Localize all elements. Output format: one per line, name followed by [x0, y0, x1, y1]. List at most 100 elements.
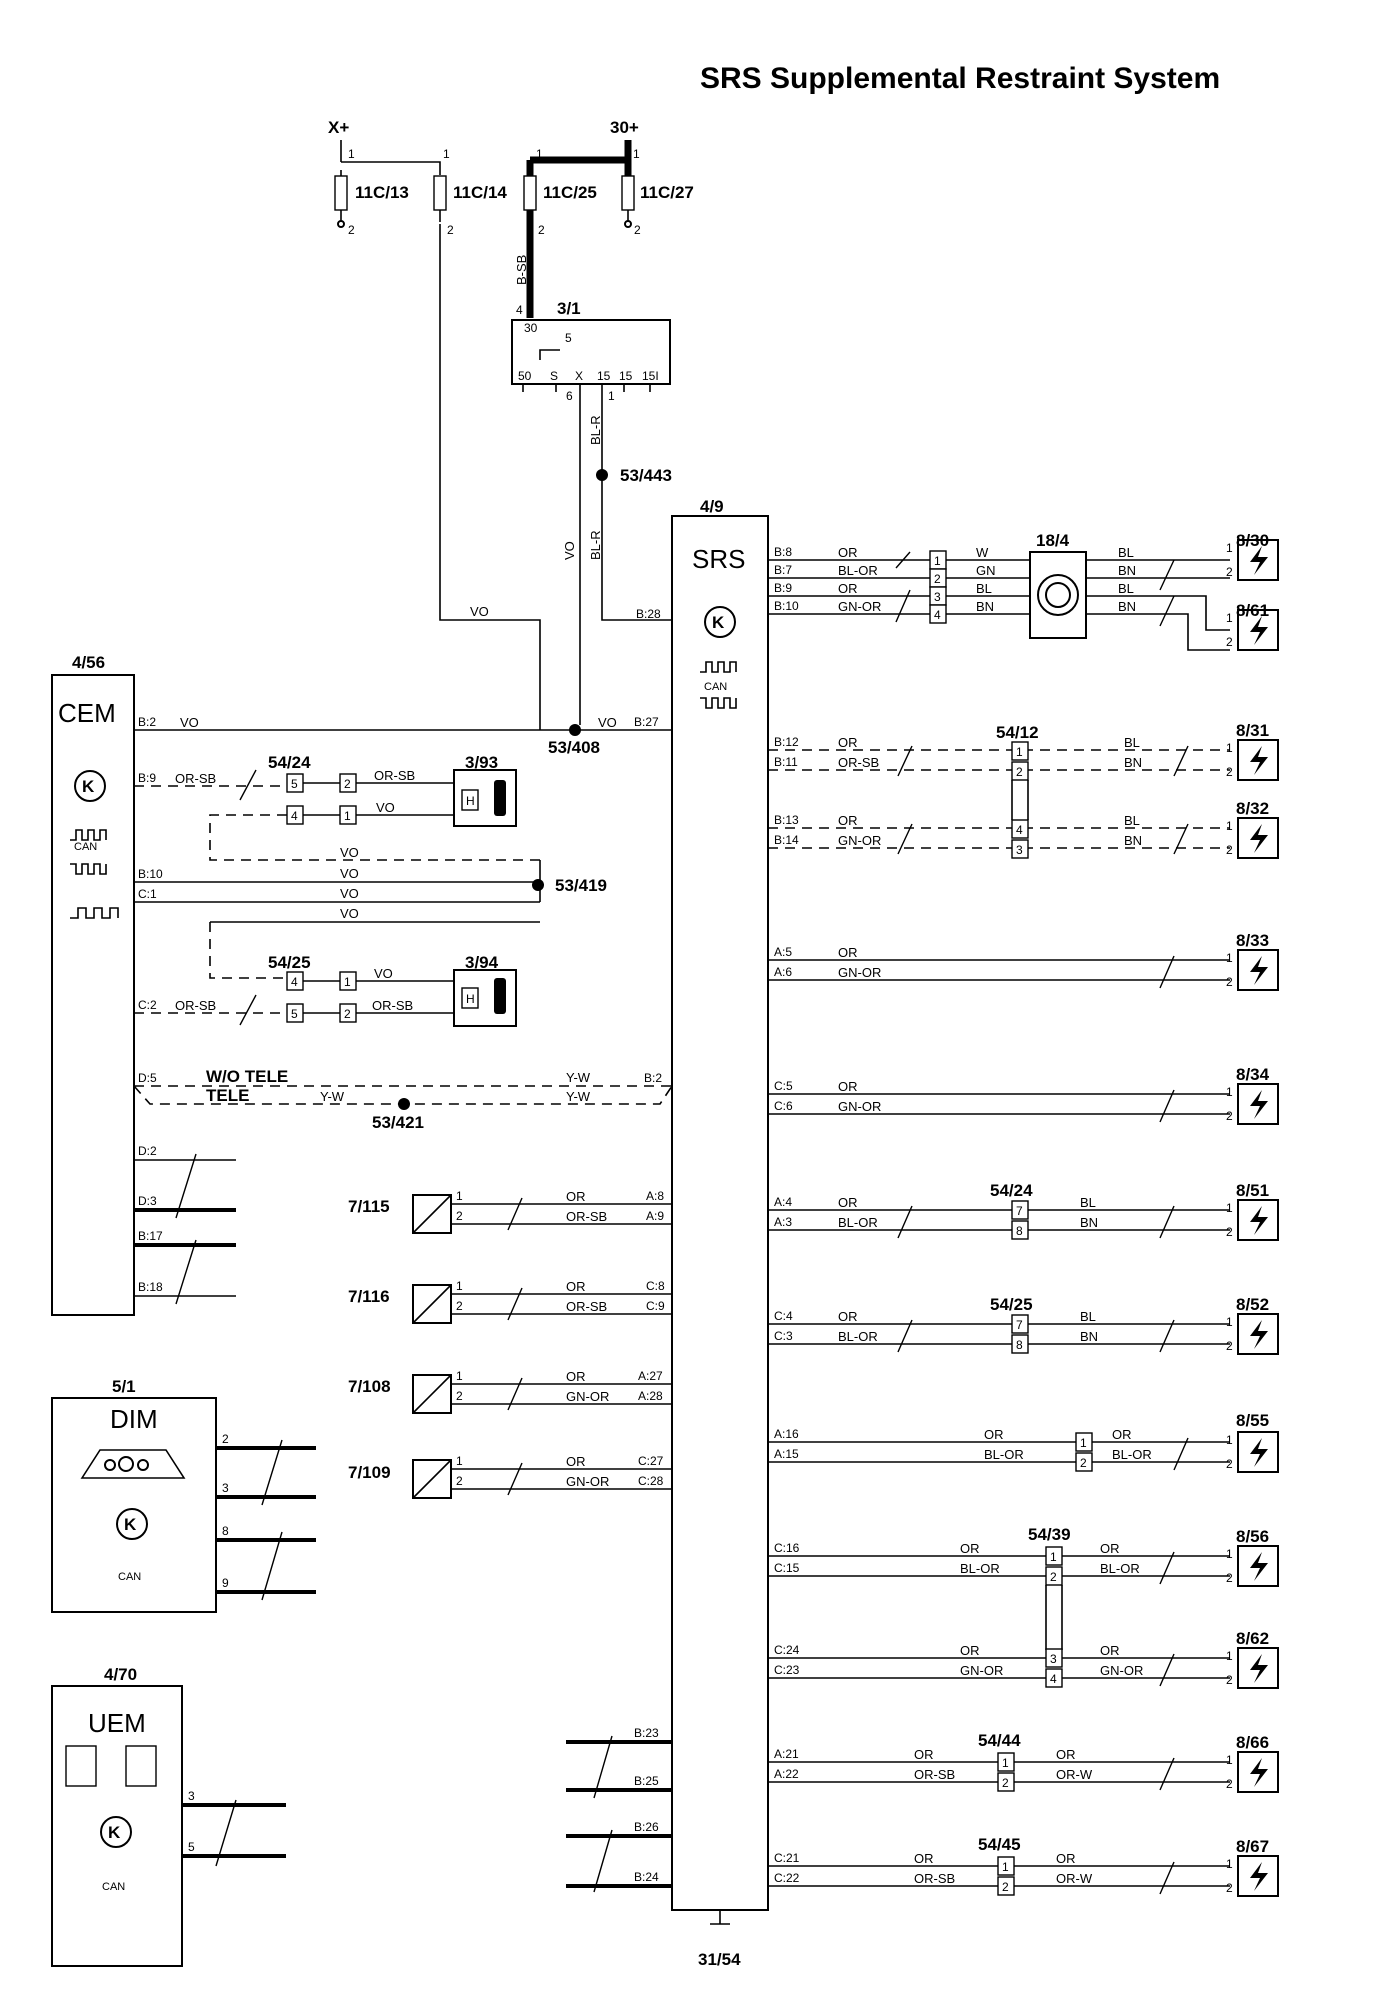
svg-text:2: 2 [1002, 1776, 1009, 1790]
svg-text:BL-OR: BL-OR [838, 1215, 878, 1230]
svg-text:8: 8 [222, 1524, 229, 1538]
svg-text:11C/27: 11C/27 [640, 183, 694, 202]
row-8-31: B:12 B:11 OR OR-SB 54/12 1 2 BL BN [768, 723, 1230, 781]
supply-xplus: X+ [328, 118, 349, 137]
svg-text:C:23: C:23 [774, 1663, 800, 1677]
svg-text:2: 2 [348, 223, 355, 237]
page-title: SRS Supplemental Restraint System [700, 62, 1220, 95]
svg-text:1: 1 [1226, 1433, 1233, 1447]
splice-53-443: 53/443 [620, 466, 672, 485]
svg-text:1: 1 [456, 1454, 463, 1468]
svg-text:C:27: C:27 [638, 1454, 664, 1468]
svg-text:OR-SB: OR-SB [566, 1299, 607, 1314]
svg-text:1: 1 [1226, 741, 1233, 755]
igniter-label: 8/55 [1236, 1411, 1269, 1430]
svg-text:2: 2 [1226, 565, 1233, 579]
svg-text:BL-R: BL-R [588, 530, 603, 560]
svg-text:OR: OR [914, 1851, 934, 1866]
svg-text:1: 1 [348, 147, 355, 161]
svg-text:BL: BL [1080, 1309, 1096, 1324]
svg-text:1: 1 [1226, 951, 1233, 965]
svg-text:54/12: 54/12 [996, 723, 1039, 742]
svg-text:B:12: B:12 [774, 735, 799, 749]
svg-text:15: 15 [597, 369, 611, 383]
svg-text:4: 4 [516, 303, 523, 317]
svg-text:1: 1 [344, 809, 351, 823]
igniter-label: 8/34 [1236, 1065, 1270, 1084]
svg-text:UEM: UEM [88, 1708, 146, 1738]
svg-text:1: 1 [443, 147, 450, 161]
svg-text:BN: BN [1124, 833, 1142, 848]
svg-text:A:5: A:5 [774, 945, 792, 959]
svg-text:2: 2 [1226, 1571, 1233, 1585]
svg-text:Y-W: Y-W [320, 1089, 345, 1104]
svg-text:1: 1 [1226, 1201, 1233, 1215]
svg-text:BL-R: BL-R [588, 415, 603, 445]
sensor-7-108: 7/108 12 OR GN-OR A:27 A:28 [348, 1369, 672, 1414]
sensor-7-115: 7/115 12 OR OR-SB A:8 A:9 [348, 1189, 672, 1234]
svg-text:7: 7 [1016, 1204, 1023, 1218]
svg-text:K: K [712, 613, 725, 632]
ignition-switch: 3/1 30 5 50 S X 15 15 15I [511, 299, 671, 392]
svg-text:BN: BN [1118, 599, 1136, 614]
svg-text:B:11: B:11 [774, 755, 798, 769]
row-8-32: B:13 B:14 OR GN-OR 4 3 BL BN [768, 780, 1230, 859]
svg-text:D:2: D:2 [138, 1144, 157, 1158]
svg-text:OR: OR [1100, 1541, 1120, 1556]
svg-text:1: 1 [1226, 1753, 1233, 1767]
igniter-label: 8/51 [1236, 1181, 1269, 1200]
svg-text:GN-OR: GN-OR [1100, 1663, 1143, 1678]
svg-text:K: K [108, 1823, 121, 1842]
svg-text:A:9: A:9 [646, 1209, 664, 1223]
svg-text:2: 2 [447, 223, 454, 237]
svg-text:50: 50 [518, 369, 532, 383]
svg-text:3/94: 3/94 [465, 953, 499, 972]
svg-text:1: 1 [608, 389, 615, 403]
row-8-33: A:5 A:6 OR GN-OR [768, 945, 1230, 989]
svg-text:VO: VO [340, 845, 359, 860]
svg-text:2: 2 [538, 223, 545, 237]
svg-text:OR: OR [566, 1189, 586, 1204]
svg-text:VO: VO [470, 604, 489, 619]
srs-module: 4/9 SRS K CAN 31/54 [671, 497, 769, 1969]
svg-text:OR-W: OR-W [1056, 1767, 1093, 1782]
connector-54-25-left: 54/25 [268, 953, 311, 972]
svg-text:C:6: C:6 [774, 1099, 793, 1113]
svg-text:5: 5 [291, 1007, 298, 1021]
svg-text:7/115: 7/115 [348, 1197, 390, 1216]
svg-text:2: 2 [1226, 635, 1233, 649]
row-8-66: A:21 A:22 OR OR-SB 54/44 1 2 OR OR-W [768, 1731, 1230, 1792]
svg-text:B:23: B:23 [634, 1726, 659, 1740]
svg-text:B:10: B:10 [138, 867, 163, 881]
svg-text:OR-SB: OR-SB [372, 998, 413, 1013]
svg-text:1: 1 [1226, 1315, 1233, 1329]
svg-text:C:22: C:22 [774, 1871, 800, 1885]
svg-text:BN: BN [1124, 755, 1142, 770]
svg-text:B-SB: B-SB [514, 255, 529, 285]
svg-text:54/44: 54/44 [978, 1731, 1021, 1750]
svg-text:54/39: 54/39 [1028, 1525, 1071, 1544]
igniter-label: 8/52 [1236, 1295, 1269, 1314]
svg-text:2: 2 [1226, 975, 1233, 989]
svg-text:A:27: A:27 [638, 1369, 663, 1383]
svg-text:54/45: 54/45 [978, 1835, 1021, 1854]
svg-text:VO: VO [376, 800, 395, 815]
igniter-label: 8/31 [1236, 721, 1269, 740]
svg-text:18/4: 18/4 [1036, 531, 1070, 550]
svg-text:2: 2 [344, 777, 351, 791]
svg-text:A:8: A:8 [646, 1189, 664, 1203]
svg-text:2: 2 [1050, 1570, 1057, 1584]
svg-text:BL: BL [1118, 545, 1134, 560]
svg-text:3: 3 [1016, 843, 1023, 857]
fuse-11c14: 11C/14 2 [433, 175, 507, 237]
svg-text:6: 6 [566, 389, 573, 403]
splice-53-419: 53/419 [555, 876, 607, 895]
svg-text:OR: OR [566, 1279, 586, 1294]
svg-text:4: 4 [934, 608, 941, 622]
clock-spring-18-4: 18/4 [1029, 531, 1087, 639]
svg-text:7/109: 7/109 [348, 1463, 391, 1482]
